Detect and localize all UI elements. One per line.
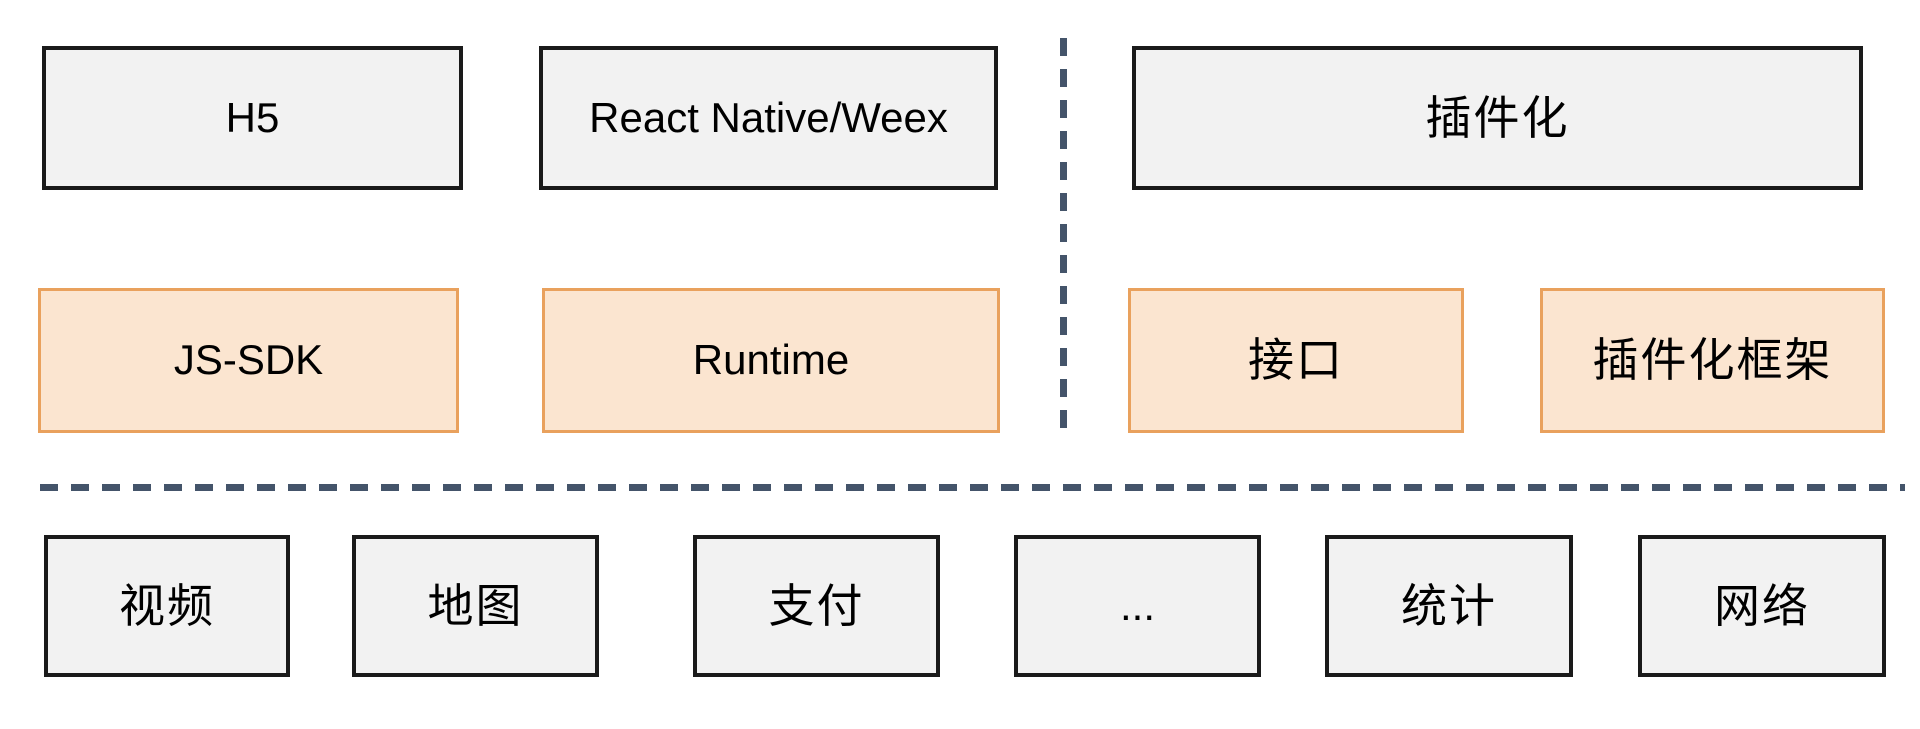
box-payment: 支付	[693, 535, 940, 677]
box-statistics: 统计	[1325, 535, 1573, 677]
vertical-dashed-divider	[1060, 38, 1067, 437]
box-react-native-weex: React Native/Weex	[539, 46, 998, 190]
box-h5: H5	[42, 46, 463, 190]
box-interface: 接口	[1128, 288, 1464, 433]
box-pluginization: 插件化	[1132, 46, 1863, 190]
box-plugin-framework: 插件化框架	[1540, 288, 1885, 433]
box-map: 地图	[352, 535, 599, 677]
box-ellipsis: ...	[1014, 535, 1261, 677]
box-network: 网络	[1638, 535, 1886, 677]
box-video: 视频	[44, 535, 290, 677]
horizontal-dashed-divider	[40, 484, 1905, 491]
box-js-sdk: JS-SDK	[38, 288, 459, 433]
box-runtime: Runtime	[542, 288, 1000, 433]
